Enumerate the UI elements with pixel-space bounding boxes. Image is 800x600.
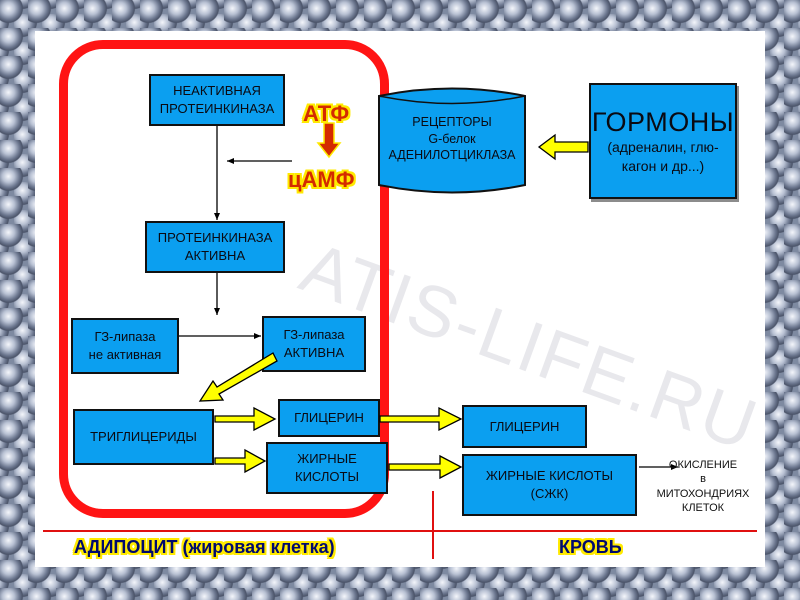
triglycerides-box: ТРИГЛИЦЕРИДЫ — [73, 409, 214, 465]
blood-label: КРОВЬ — [559, 537, 622, 557]
hormones-title: ГОРМОНЫ — [591, 106, 735, 137]
atp-label: АТФ — [303, 101, 350, 126]
adipocyte-membrane — [59, 40, 389, 518]
active-protein-kinase-box: ПРОТЕИНКИНАЗА АКТИВНА — [145, 221, 285, 273]
hormones-subtitle: (адреналин, глю- кагон и др...) — [607, 139, 719, 175]
receptors-cylinder — [378, 87, 526, 194]
glycerol-blood-box: ГЛИЦЕРИН — [462, 405, 587, 448]
hsl-active-box: ГЗ-липаза АКТИВНА — [262, 316, 366, 372]
receptors-label: РЕЦЕПТОРЫ G-белок АДЕНИЛОТЦИКЛАЗА — [388, 114, 516, 163]
camp-label: цАМФ — [288, 167, 355, 192]
hsl-inactive-box: ГЗ-липаза не активная — [71, 318, 179, 374]
hormones-box: ГОРМОНЫ (адреналин, глю- кагон и др...) — [589, 83, 737, 199]
inactive-protein-kinase-box: НЕАКТИВНАЯ ПРОТЕИНКИНАЗА — [149, 74, 285, 126]
diagram-canvas: ATIS-LIFE.RU НЕАКТИВНАЯ ПРОТЕИНКИНАЗА ПР… — [35, 31, 765, 567]
oxidation-label: ОКИСЛЕНИЕ в МИТОХОНДРИЯХ КЛЕТОК — [656, 459, 750, 514]
fatty-acids-blood-box: ЖИРНЫЕ КИСЛОТЫ (СЖК) — [462, 454, 637, 516]
glycerol-cell-box: ГЛИЦЕРИН — [278, 399, 380, 437]
fatty-acids-cell-box: ЖИРНЫЕ КИСЛОТЫ — [266, 442, 388, 494]
adipocyte-label: АДИПОЦИТ (жировая клетка) — [74, 537, 335, 557]
